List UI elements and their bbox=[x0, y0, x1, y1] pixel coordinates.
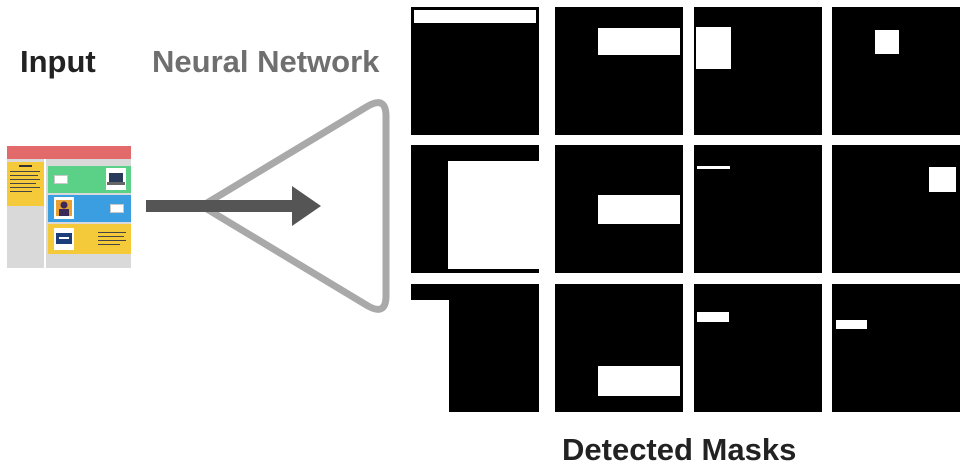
screen-image-icon bbox=[54, 228, 74, 250]
mask-cell bbox=[694, 145, 822, 273]
thumbnail-card-blue bbox=[48, 195, 131, 222]
mask-region bbox=[598, 28, 680, 55]
mask-cell bbox=[555, 284, 683, 412]
thumbnail-text-line bbox=[19, 165, 32, 167]
thumbnail-card-button bbox=[110, 204, 124, 213]
mask-region bbox=[411, 300, 449, 412]
thumbnail-text-line bbox=[10, 187, 40, 188]
person-image-icon bbox=[54, 197, 74, 219]
mask-cell bbox=[411, 145, 539, 273]
mask-cell bbox=[555, 145, 683, 273]
thumbnail-divider bbox=[44, 159, 46, 268]
mask-region bbox=[697, 166, 730, 169]
thumbnail-text-line bbox=[98, 240, 126, 241]
laptop-image-icon bbox=[106, 168, 126, 190]
thumbnail-text-line bbox=[10, 171, 40, 172]
mask-cell bbox=[555, 7, 683, 135]
thumbnail-card-button bbox=[54, 175, 68, 184]
thumbnail-text-line bbox=[10, 191, 32, 192]
thumbnail-header-bar bbox=[7, 146, 131, 159]
flow-arrow-head bbox=[292, 186, 321, 226]
mask-cell bbox=[694, 284, 822, 412]
mask-region bbox=[448, 161, 539, 269]
detected-masks-label: Detected Masks bbox=[562, 432, 797, 467]
thumbnail-sidebar-text-block bbox=[7, 162, 44, 206]
mask-region bbox=[414, 10, 536, 23]
input-ui-thumbnail bbox=[7, 146, 131, 268]
mask-cell bbox=[411, 7, 539, 135]
mask-cell bbox=[832, 284, 960, 412]
thumbnail-card-green bbox=[48, 166, 131, 193]
mask-cell bbox=[832, 7, 960, 135]
mask-cell bbox=[694, 7, 822, 135]
flow-arrow-shaft bbox=[146, 200, 296, 212]
mask-region bbox=[697, 312, 729, 322]
thumbnail-text-line bbox=[98, 232, 126, 233]
input-label: Input bbox=[20, 44, 96, 79]
mask-cell bbox=[411, 284, 539, 412]
neural-network-triangle bbox=[198, 99, 390, 313]
mask-region bbox=[696, 27, 731, 69]
thumbnail-text-line bbox=[10, 179, 40, 180]
thumbnail-text-line bbox=[10, 175, 38, 176]
mask-region bbox=[598, 195, 680, 224]
mask-region bbox=[836, 320, 867, 329]
mask-region bbox=[598, 366, 680, 396]
mask-region bbox=[875, 30, 899, 54]
thumbnail-text-line bbox=[98, 236, 124, 237]
mask-region bbox=[929, 167, 956, 192]
thumbnail-text-line bbox=[10, 183, 36, 184]
neural-network-label: Neural Network bbox=[152, 44, 380, 79]
thumbnail-text-line bbox=[98, 244, 120, 245]
thumbnail-card-yellow bbox=[48, 224, 131, 254]
mask-cell bbox=[832, 145, 960, 273]
detected-masks-grid bbox=[411, 7, 962, 412]
